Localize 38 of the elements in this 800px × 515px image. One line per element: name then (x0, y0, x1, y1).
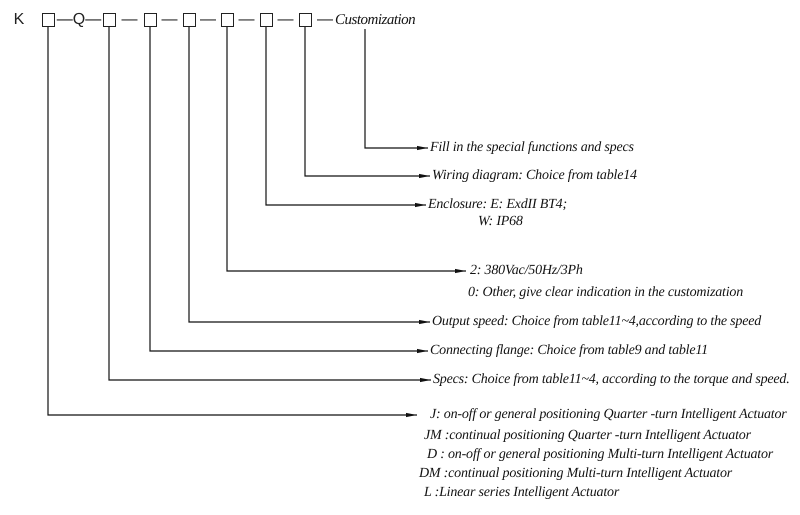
leader-arrow (304, 27, 430, 178)
empty-square (298, 13, 312, 27)
description-text: 0: Other, give clear indication in the customization (468, 285, 744, 301)
empty-square (260, 13, 272, 27)
description-text: L :Linear series Intelligent Actuator (424, 485, 620, 501)
description-text: JM :continual positioning Quarter -turn Intelligent Actuator (424, 428, 751, 444)
description-text: 2: 380Vac/50Hz/3Ph (470, 263, 583, 279)
empty-square (144, 13, 156, 27)
code-character: — (278, 11, 294, 29)
description-text: Fill in the special functions and specs (430, 140, 634, 156)
leader-arrow (226, 27, 466, 274)
leader-arrow (364, 29, 428, 150)
code-character: — (238, 11, 254, 29)
description-text: DM :continual positioning Multi-turn Intelligent Actuator (419, 466, 732, 482)
description-text: D : on-off or general positioning Multi-turn Intelligent Actuator (427, 447, 774, 463)
leader-arrow (108, 27, 431, 382)
code-character: — (162, 11, 178, 29)
description-text: Output speed: Choice from table11~4,according to the speed (432, 314, 762, 330)
leader-arrow (47, 27, 417, 418)
empty-square (182, 13, 196, 27)
code-character: —Q— (56, 11, 102, 29)
code-character: — (317, 11, 333, 29)
description-text: Connecting flange: Choice from table9 and table11 (430, 343, 708, 359)
empty-square (220, 13, 234, 27)
description-text: Specs: Choice from table11~4, according to the torque and speed. (433, 372, 790, 388)
description-text: Wiring diagram: Choice from table14 (432, 168, 637, 184)
code-label: Customization (335, 11, 416, 29)
description-text: Enclosure: E: ExdII BT4; (428, 197, 567, 213)
leader-arrow (188, 27, 430, 324)
description-text: W: IP68 (478, 214, 523, 230)
code-character: — (200, 11, 216, 29)
leader-arrow (149, 27, 428, 354)
code-character: K (14, 11, 24, 29)
code-character: — (122, 11, 138, 29)
description-text: J: on-off or general positioning Quarter -turn Intelligent Actuator (430, 407, 787, 423)
empty-square (42, 13, 54, 27)
empty-square (102, 13, 116, 27)
leader-arrow (265, 27, 426, 208)
